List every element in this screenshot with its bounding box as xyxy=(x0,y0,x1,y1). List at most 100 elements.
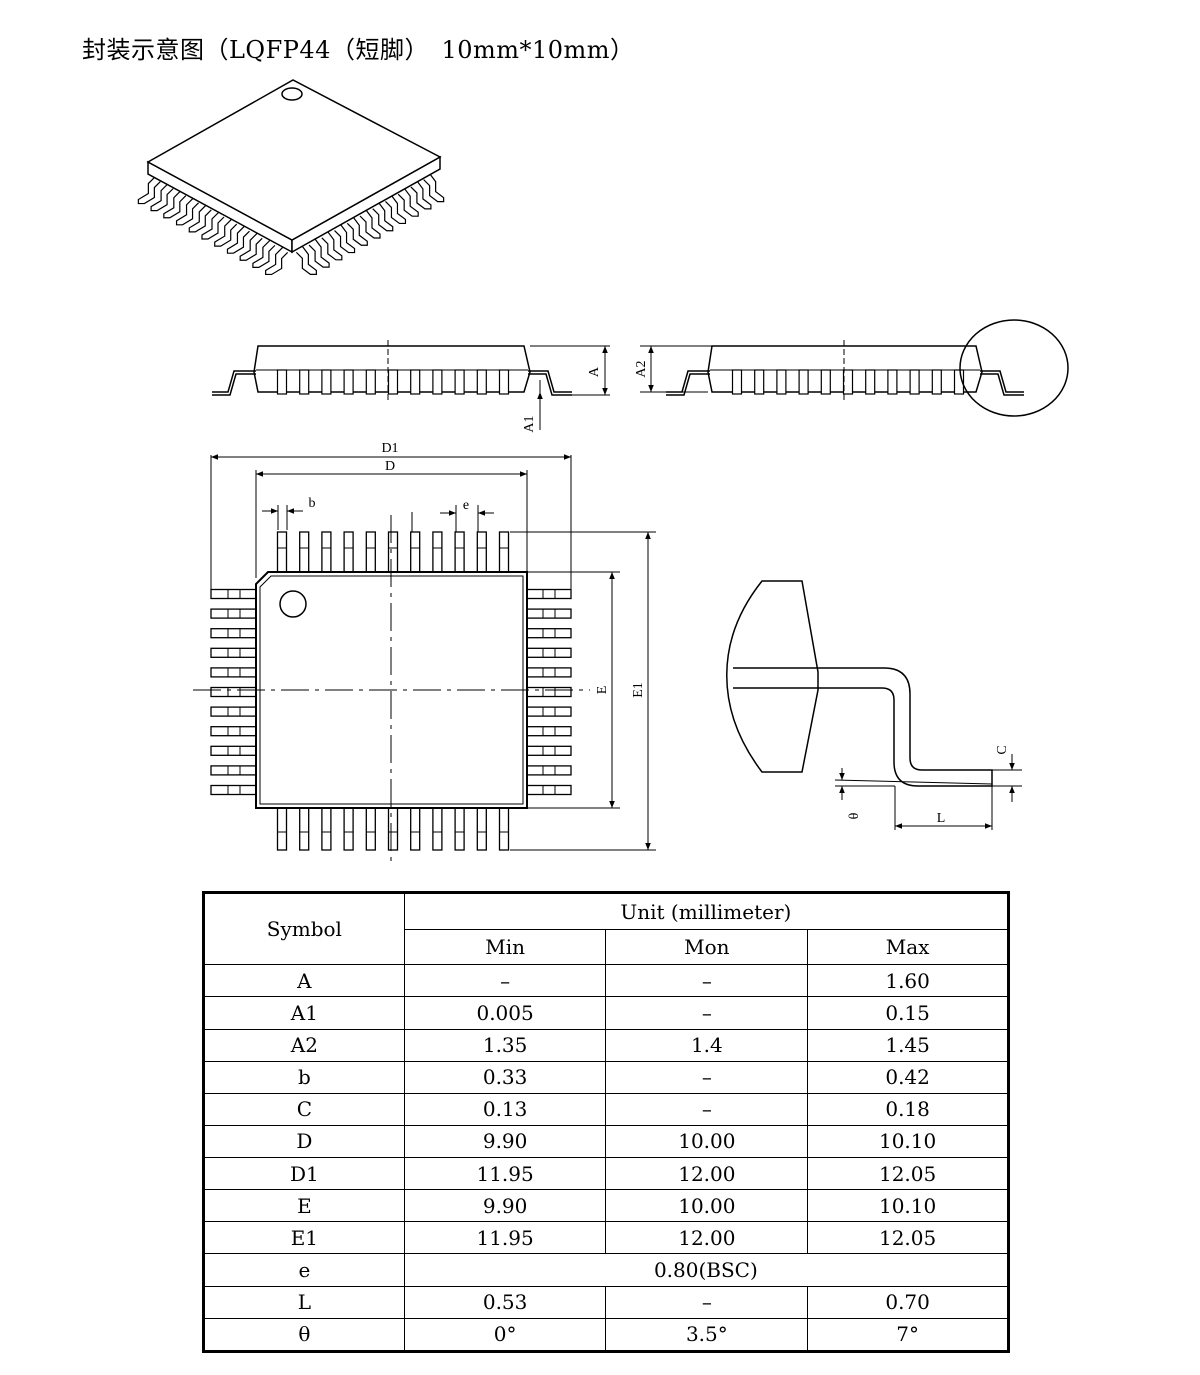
cell-min: 11.95 xyxy=(403,1221,607,1255)
cell-min: 0.13 xyxy=(403,1092,607,1126)
col-header-max: Max xyxy=(807,929,1009,966)
lead-right xyxy=(526,784,572,796)
iso-lead xyxy=(308,238,330,268)
lead-left xyxy=(210,686,257,698)
page-title: 封装示意图（LQFP44（短脚） 10mm*10mm） xyxy=(82,36,635,64)
cell-max: 1.60 xyxy=(807,964,1009,998)
lead-right xyxy=(526,726,572,737)
label-b: b xyxy=(309,496,316,511)
side-lead xyxy=(865,369,876,395)
iso-lead xyxy=(188,203,212,233)
cell-symbol: θ xyxy=(203,1317,405,1353)
iso-lead xyxy=(175,196,199,226)
col-header-mon: Mon xyxy=(605,929,809,966)
side-lead xyxy=(953,369,965,395)
lead-bottom xyxy=(476,807,487,851)
side-lead xyxy=(842,369,854,395)
lead-right xyxy=(526,745,572,756)
side-lead xyxy=(299,369,310,395)
iso-lead xyxy=(346,216,368,246)
cell-symbol: E1 xyxy=(203,1221,405,1255)
symbol-header: Symbol xyxy=(203,891,405,966)
lead-bottom xyxy=(343,807,354,851)
iso-lead xyxy=(410,180,432,210)
lead-top xyxy=(387,531,399,573)
cell-min: – xyxy=(403,964,607,998)
cell-min: 11.95 xyxy=(403,1157,607,1191)
lead-right xyxy=(526,628,572,639)
cell-span-value: 0.80(BSC) xyxy=(403,1253,1010,1287)
iso-lead xyxy=(214,217,238,247)
side-lead xyxy=(498,369,510,395)
iso-lead xyxy=(239,231,263,261)
unit-header: Unit (millimeter) xyxy=(403,891,1010,931)
label-A2: A2 xyxy=(634,360,649,377)
cell-min: 9.90 xyxy=(403,1189,607,1223)
lead-right xyxy=(526,686,572,698)
cell-symbol: E xyxy=(203,1189,405,1223)
iso-lead xyxy=(201,210,225,240)
lead-left xyxy=(210,667,257,678)
lead-top xyxy=(365,531,376,573)
side-lead xyxy=(454,369,465,395)
lead-top xyxy=(476,531,487,573)
label-A: A xyxy=(587,366,602,377)
label-e: e xyxy=(463,498,469,513)
cell-symbol: D1 xyxy=(203,1157,405,1191)
cell-symbol: b xyxy=(203,1060,405,1094)
table-subheader-row: Min Mon Max xyxy=(204,929,1009,966)
cell-symbol: L xyxy=(203,1285,405,1319)
lead-left xyxy=(210,608,257,619)
cell-mon: – xyxy=(605,996,809,1030)
side-lead xyxy=(931,369,942,395)
cell-max: 0.70 xyxy=(807,1285,1009,1319)
lead-left xyxy=(210,628,257,639)
side-lead xyxy=(365,369,376,395)
side-lead xyxy=(776,369,787,395)
lead-right xyxy=(526,647,572,658)
iso-lead xyxy=(397,187,419,217)
cell-symbol: A2 xyxy=(203,1028,405,1062)
cell-min: 1.35 xyxy=(403,1028,607,1062)
lead-top xyxy=(299,531,310,573)
iso-view xyxy=(137,79,445,276)
side-lead xyxy=(754,369,765,395)
iso-lead xyxy=(334,224,356,254)
top-view xyxy=(193,454,656,862)
lead-top xyxy=(410,531,421,573)
lead-top xyxy=(498,531,510,573)
side-view-2 xyxy=(640,319,1069,417)
iso-lead xyxy=(295,246,317,275)
lead-left xyxy=(210,745,257,756)
lead-bottom xyxy=(432,807,443,851)
lead-left xyxy=(210,588,257,600)
side-view-1 xyxy=(212,340,610,430)
lead-bottom xyxy=(299,807,310,851)
label-D1: D1 xyxy=(381,441,398,456)
lead-bottom xyxy=(365,807,376,851)
side-lead xyxy=(432,369,443,395)
side-lead xyxy=(476,369,487,395)
lead-top xyxy=(321,531,332,573)
iso-leads-left xyxy=(137,175,289,276)
cell-mon: 10.00 xyxy=(605,1189,809,1223)
cell-mon: 3.5° xyxy=(605,1317,809,1353)
label-E: E xyxy=(595,686,610,695)
cell-min: 9.90 xyxy=(403,1124,607,1159)
cell-max: 12.05 xyxy=(807,1221,1009,1255)
lead-bottom xyxy=(410,807,421,851)
lead-top xyxy=(432,531,443,573)
cell-symbol: e xyxy=(203,1253,405,1287)
label-A1: A1 xyxy=(522,415,537,432)
label-L: L xyxy=(937,811,946,826)
lead-bottom xyxy=(498,807,510,851)
iso-lead xyxy=(385,195,407,225)
label-D: D xyxy=(385,459,395,474)
cell-mon: 12.00 xyxy=(605,1157,809,1191)
